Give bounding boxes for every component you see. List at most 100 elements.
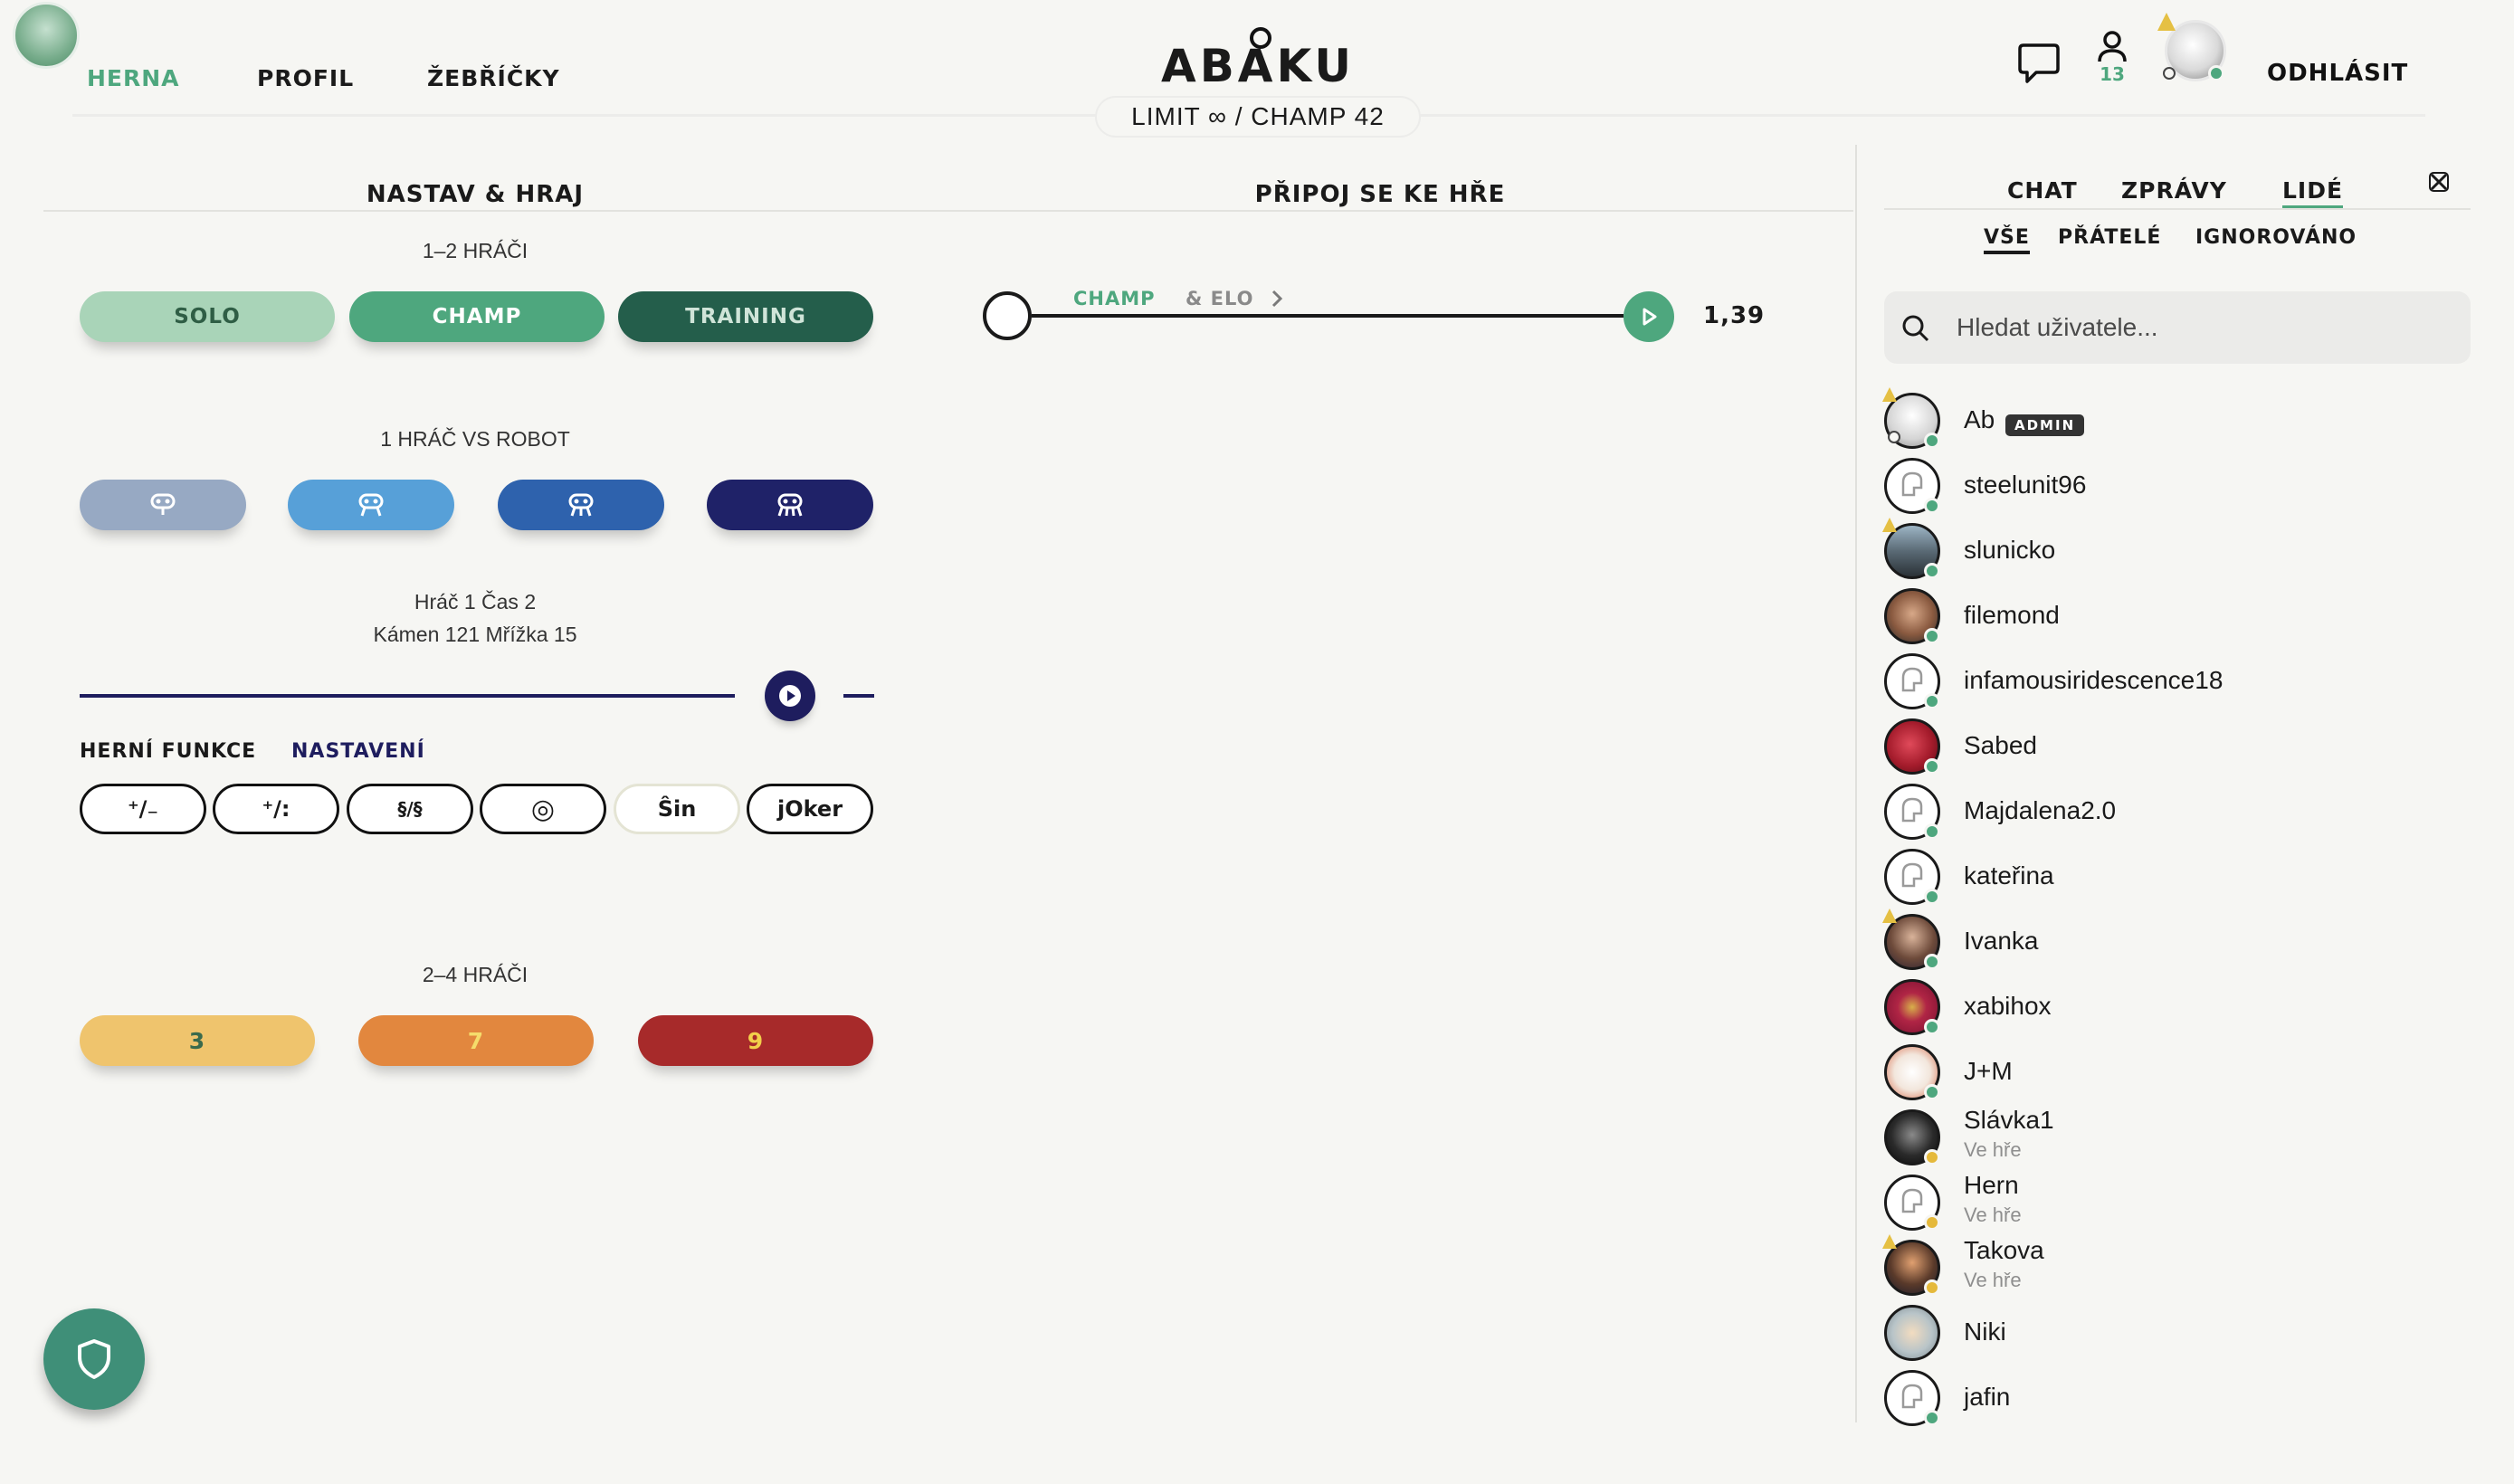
training-button[interactable]: TRAINING bbox=[618, 291, 873, 342]
tab-settings[interactable]: NASTAVENÍ bbox=[291, 740, 425, 763]
join-play-button[interactable] bbox=[1624, 291, 1674, 342]
avatar bbox=[1884, 718, 1940, 775]
join-track-label-champ[interactable]: CHAMP bbox=[1073, 288, 1156, 309]
friend-count: 13 bbox=[2100, 63, 2125, 85]
user-name: J+M bbox=[1964, 1057, 2013, 1085]
function-fraction-button[interactable]: §/§ bbox=[347, 784, 473, 834]
user-name: Sabed bbox=[1964, 731, 2037, 759]
tab-zpravy[interactable]: ZPRÁVY bbox=[2121, 177, 2227, 204]
user-name: Slávka1 bbox=[1964, 1106, 2054, 1134]
game-slider-track[interactable] bbox=[80, 694, 735, 698]
user-row[interactable]: Majdalena2.0 bbox=[1881, 778, 2478, 842]
shield-icon bbox=[78, 1339, 110, 1379]
user-name: slunicko bbox=[1964, 536, 2056, 564]
user-row[interactable]: xabihox bbox=[1881, 974, 2478, 1037]
solo-button[interactable]: SOLO bbox=[80, 291, 335, 342]
friends-icon[interactable] bbox=[2096, 29, 2128, 65]
admin-badge: ADMIN bbox=[2005, 414, 2085, 436]
subtab-vse[interactable]: VŠE bbox=[1984, 226, 2030, 254]
online-status-dot bbox=[1924, 1019, 1940, 1035]
players-3-button[interactable]: 3 bbox=[80, 1015, 315, 1066]
online-status-dot bbox=[1924, 758, 1940, 775]
user-row[interactable]: infamousiridescence18 bbox=[1881, 648, 2478, 711]
robot-icon bbox=[777, 493, 803, 517]
robot-level-4-button[interactable] bbox=[707, 480, 873, 530]
setup-title: NASTAV & HRAJ bbox=[366, 181, 585, 208]
robot-level-3-button[interactable] bbox=[498, 480, 664, 530]
user-name: Majdalena2.0 bbox=[1964, 796, 2117, 824]
user-status-text: Ve hře bbox=[1964, 1138, 2022, 1161]
logout-button[interactable]: ODHLÁSIT bbox=[2267, 60, 2409, 87]
nav-zebricky[interactable]: ŽEBŘÍČKY bbox=[427, 65, 560, 91]
user-name: Ab bbox=[1964, 405, 1995, 433]
function-target-button[interactable]: ◎ bbox=[480, 784, 606, 834]
join-value: 1,39 bbox=[1703, 302, 1766, 329]
online-status-dot bbox=[1924, 433, 1940, 449]
subtab-ignorovano[interactable]: IGNOROVÁNO bbox=[2195, 226, 2357, 249]
nav-profil[interactable]: PROFIL bbox=[257, 65, 355, 91]
function-sin-button[interactable]: Ŝin bbox=[614, 784, 740, 834]
play-button[interactable] bbox=[765, 671, 815, 721]
function-plus-minus-button[interactable]: ⁺/₋ bbox=[80, 784, 206, 834]
players-1-2-label: 1–2 HRÁČI bbox=[422, 239, 529, 262]
crown-icon bbox=[1882, 1234, 1897, 1249]
user-row[interactable]: steelunit96 bbox=[1881, 452, 2478, 516]
logo-ring-icon bbox=[1250, 27, 1271, 49]
function-multiply-divide-button[interactable]: ⁺/: bbox=[213, 784, 339, 834]
user-row[interactable]: Ivanka bbox=[1881, 908, 2478, 972]
robot-level-1-button[interactable] bbox=[80, 480, 246, 530]
search-icon bbox=[1902, 315, 1929, 342]
function-joker-button[interactable]: jOker bbox=[747, 784, 873, 834]
join-track[interactable] bbox=[1032, 314, 1624, 318]
join-start-handle[interactable] bbox=[983, 291, 1032, 340]
user-row[interactable]: kateřina bbox=[1881, 843, 2478, 907]
play-icon bbox=[1643, 308, 1657, 326]
user-row[interactable]: Hern Ve hře bbox=[1881, 1169, 2478, 1232]
crown-icon bbox=[1882, 518, 1897, 532]
user-row[interactable]: J+M bbox=[1881, 1039, 2478, 1102]
user-row[interactable]: filemond bbox=[1881, 583, 2478, 646]
user-search-box[interactable] bbox=[1884, 291, 2471, 364]
join-title: PŘIPOJ SE KE HŘE bbox=[1254, 181, 1506, 208]
online-status-dot bbox=[1924, 563, 1940, 579]
crown-icon bbox=[1882, 908, 1897, 923]
avatar bbox=[1884, 1305, 1940, 1361]
user-row[interactable]: Sabed bbox=[1881, 713, 2478, 776]
user-row[interactable]: Slávka1 Ve hře bbox=[1881, 1104, 2478, 1167]
user-name: xabihox bbox=[1964, 992, 2052, 1020]
user-row[interactable]: Niki bbox=[1881, 1299, 2478, 1363]
logo[interactable]: ABAKU bbox=[1161, 40, 1355, 92]
players-7-button[interactable]: 7 bbox=[358, 1015, 594, 1066]
ingame-status-dot bbox=[1924, 1279, 1940, 1296]
nav-herna[interactable]: HERNA bbox=[87, 65, 180, 91]
settings-ring-icon bbox=[2163, 67, 2176, 80]
user-row[interactable]: Ab ADMIN bbox=[1881, 387, 2478, 451]
settings-ring-icon bbox=[1888, 431, 1900, 443]
user-row[interactable]: slunicko bbox=[1881, 518, 2478, 581]
panel-divider bbox=[1855, 145, 1857, 1422]
tab-game-functions[interactable]: HERNÍ FUNKCE bbox=[80, 740, 257, 763]
user-row[interactable]: jafin bbox=[1881, 1365, 2478, 1428]
online-status-dot bbox=[1924, 823, 1940, 840]
privacy-shield-button[interactable] bbox=[43, 1308, 145, 1410]
limit-champ-pill: LIMIT ∞ / CHAMP 42 bbox=[1095, 96, 1421, 138]
subtab-pratele[interactable]: PŘÁTELÉ bbox=[2058, 226, 2162, 249]
players-9-button[interactable]: 9 bbox=[638, 1015, 873, 1066]
close-icon[interactable] bbox=[2427, 170, 2451, 194]
tab-chat[interactable]: CHAT bbox=[2007, 177, 2078, 204]
user-row[interactable]: Takova Ve hře bbox=[1881, 1234, 2478, 1298]
site-avatar[interactable] bbox=[13, 2, 80, 69]
user-search-input[interactable] bbox=[1957, 308, 2445, 347]
user-name: steelunit96 bbox=[1964, 471, 2087, 499]
champ-button[interactable]: CHAMP bbox=[349, 291, 605, 342]
robot-label: 1 HRÁČ VS ROBOT bbox=[380, 427, 570, 451]
chat-bubble-icon[interactable] bbox=[2016, 40, 2062, 87]
tab-lide[interactable]: LIDÉ bbox=[2282, 177, 2344, 209]
online-status-dot bbox=[1924, 1084, 1940, 1100]
game-info-line-2: Kámen 121 Mřížka 15 bbox=[373, 623, 577, 646]
robot-level-2-button[interactable] bbox=[288, 480, 454, 530]
join-track-label-elo[interactable]: & ELO bbox=[1186, 288, 1254, 309]
play-icon bbox=[779, 685, 801, 707]
online-status-dot bbox=[1924, 1410, 1940, 1426]
players-2-4-label: 2–4 HRÁČI bbox=[422, 963, 529, 986]
